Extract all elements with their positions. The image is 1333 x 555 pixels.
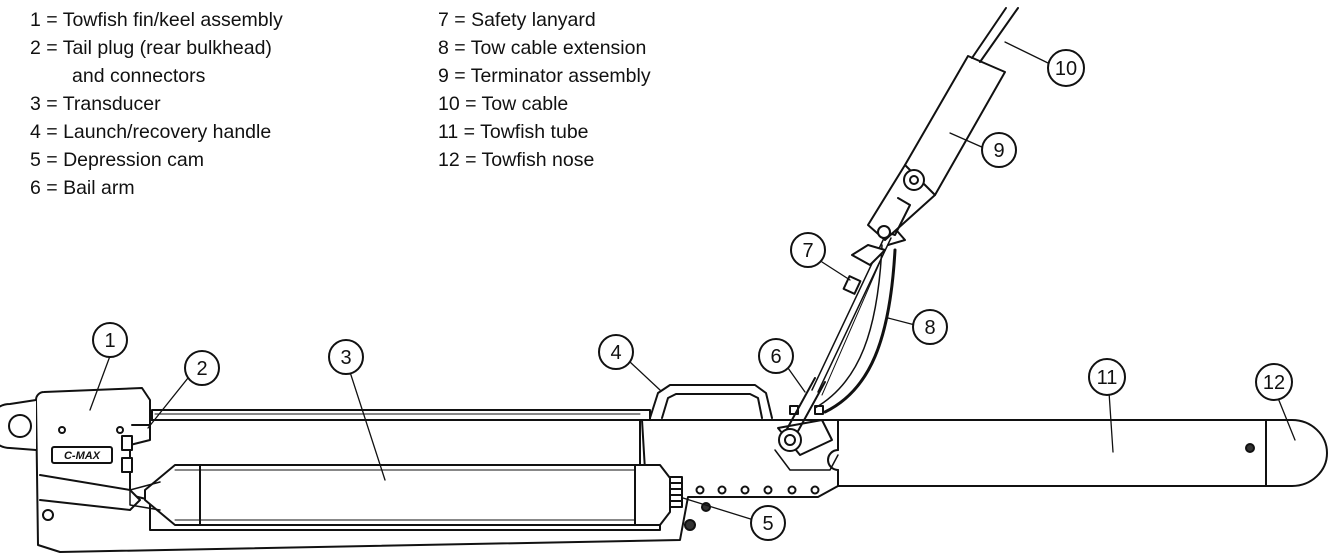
callout-10: 10 (1047, 49, 1085, 87)
callout-1: 1 (92, 322, 128, 358)
callout-9: 9 (981, 132, 1017, 168)
legend-column-left: 1 = Towfish fin/keel assembly 2 = Tail p… (30, 6, 283, 202)
callout-label-3: 3 (340, 347, 351, 369)
callout-6: 6 (758, 338, 794, 374)
legend-item-7: 7 = Safety lanyard (438, 9, 596, 31)
callout-label-11: 11 (1097, 367, 1118, 389)
tail-plug (121, 424, 151, 473)
fin-keel-assembly: C-MAX (0, 399, 141, 521)
terminator-assembly (867, 55, 1006, 241)
tow-cable-extension (814, 231, 906, 414)
launch-recovery-handle (649, 384, 773, 419)
c-max-brand-label: C-MAX (64, 450, 101, 462)
legend-item-4: 4 = Launch/recovery handle (30, 121, 272, 143)
callout-label-7: 7 (802, 240, 813, 262)
callout-3: 3 (328, 339, 364, 375)
tow-cable (971, 7, 1019, 63)
callout-12: 12 (1255, 363, 1293, 401)
callout-2: 2 (184, 350, 220, 386)
legend-item-6: 6 = Bail arm (30, 177, 135, 199)
callout-label-10: 10 (1055, 58, 1077, 80)
legend-item-11: 11 = Towfish tube (438, 121, 589, 143)
callout-label-9: 9 (993, 140, 1004, 162)
callout-label-5: 5 (762, 513, 773, 535)
legend-item-3: 3 = Transducer (30, 93, 161, 115)
legend-item-9: 9 = Terminator assembly (438, 65, 651, 87)
legend-item-2-continued: and connectors (72, 65, 206, 87)
legend-column-right: 7 = Safety lanyard 8 = Tow cable extensi… (438, 6, 651, 174)
callout-label-4: 4 (610, 342, 621, 364)
legend-item-2: 2 = Tail plug (rear bulkhead) (30, 37, 272, 59)
callout-5: 5 (750, 505, 786, 541)
callout-11: 11 (1088, 358, 1126, 396)
legend-item-8: 8 = Tow cable extension (438, 37, 647, 59)
callout-label-2: 2 (196, 358, 207, 380)
towfish-tube (827, 419, 1328, 487)
callout-label-8: 8 (924, 317, 935, 339)
leader-lines (89, 41, 1296, 522)
callout-label-1: 1 (104, 330, 115, 352)
callout-label-6: 6 (770, 346, 781, 368)
legend-item-1: 1 = Towfish fin/keel assembly (30, 9, 283, 31)
legend-item-10: 10 = Tow cable (438, 93, 569, 115)
legend-item-5: 5 = Depression cam (30, 149, 204, 171)
callout-label-12: 12 (1263, 372, 1285, 394)
transducer (129, 464, 671, 526)
callout-7: 7 (790, 232, 826, 268)
depression-cam (669, 476, 683, 508)
safety-lanyard (811, 235, 892, 396)
legend-item-12: 12 = Towfish nose (438, 149, 595, 171)
callout-8: 8 (912, 309, 948, 345)
bail-arm (777, 377, 833, 456)
callout-4: 4 (598, 334, 634, 370)
